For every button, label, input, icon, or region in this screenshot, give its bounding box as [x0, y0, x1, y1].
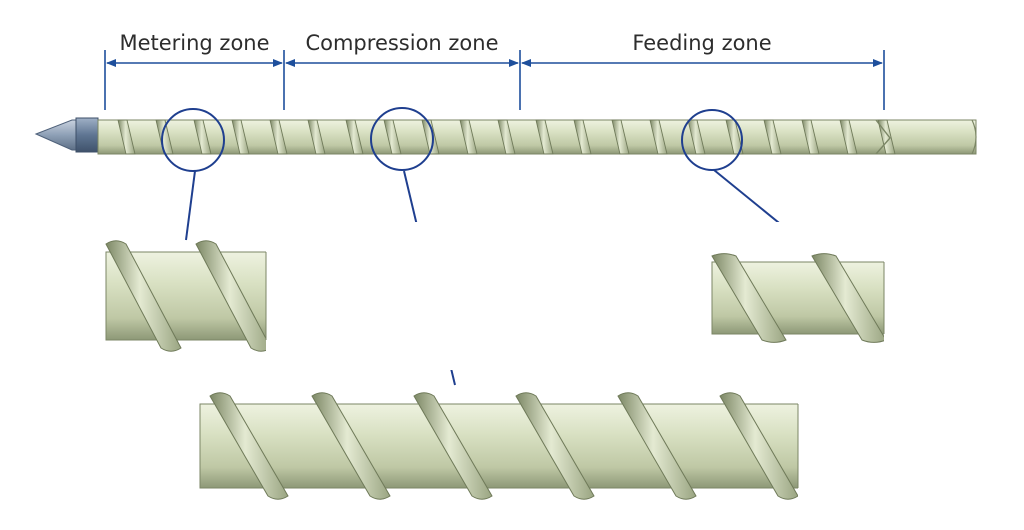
magnifier-circle-metering [161, 108, 225, 172]
detail-edge-mask [798, 374, 1024, 518]
screw-flight [649, 119, 668, 155]
screw-flight [535, 119, 554, 155]
screw-flight [839, 119, 858, 155]
compression-zone-label: Compression zone [305, 31, 499, 55]
detail-flight [711, 253, 787, 343]
screw-flight [459, 119, 478, 155]
dimension-lines [104, 50, 885, 110]
magnifier-circle-compression [370, 107, 434, 171]
nozzle-tip-icon [34, 119, 83, 151]
screw-flight [307, 119, 326, 155]
detail-edge-mask [884, 232, 1024, 364]
screw-flight [763, 119, 782, 155]
screw-flight [231, 119, 250, 155]
feeding-zone-label: Feeding zone [632, 31, 772, 55]
screw-flight [725, 119, 744, 155]
feeding-zone-detail [711, 232, 1024, 364]
detail-flight [413, 392, 493, 500]
screw-end [971, 119, 977, 155]
screw-shaft [34, 117, 977, 155]
leader-line-metering [185, 170, 196, 241]
detail-flight [617, 392, 697, 500]
screw-flight [193, 119, 212, 155]
compression-zone-detail [199, 374, 1024, 518]
screw-flight [383, 119, 402, 155]
detail-flight [105, 240, 182, 352]
detail-flight [515, 392, 595, 500]
screw-flight [611, 119, 630, 155]
screw-flight [117, 119, 136, 155]
detail-flight [209, 392, 289, 500]
screw-flight [801, 119, 820, 155]
screw-flights [117, 119, 896, 155]
screw-flight [345, 119, 364, 155]
detail-flight [311, 392, 391, 500]
detail-core [199, 403, 799, 489]
magnifier-circle-feeding [681, 109, 743, 171]
screw-collar [75, 117, 99, 153]
screw-flight [497, 119, 516, 155]
screw-flight [687, 119, 706, 155]
screw-flight [269, 119, 288, 155]
screw-flight [421, 119, 440, 155]
screw-end-cut [875, 119, 891, 155]
screw-flight [573, 119, 592, 155]
metering-zone-label: Metering zone [119, 31, 270, 55]
